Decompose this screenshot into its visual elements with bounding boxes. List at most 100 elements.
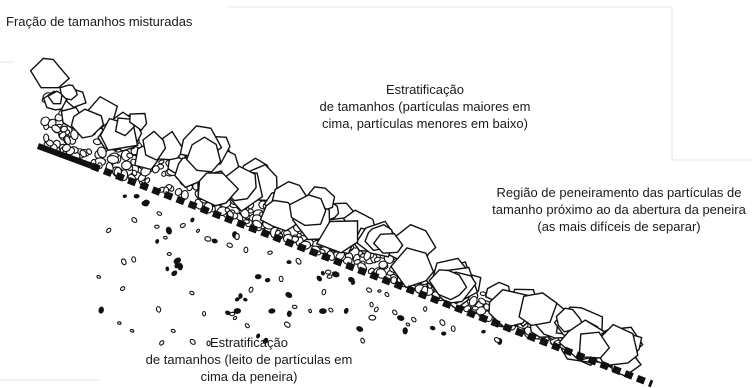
frame-lines bbox=[0, 6, 752, 381]
small-particle bbox=[189, 290, 195, 296]
fine-particle bbox=[234, 297, 240, 302]
small-particle bbox=[232, 316, 238, 321]
fine-particle bbox=[268, 308, 276, 314]
small-particle bbox=[96, 274, 102, 279]
small-particle bbox=[79, 149, 87, 158]
fine-particle bbox=[211, 238, 218, 244]
small-particle bbox=[156, 211, 163, 216]
coarse-particle bbox=[315, 220, 359, 254]
label-stratification-top: Estratificação de tamanhos (partículas m… bbox=[300, 81, 550, 132]
small-particle bbox=[471, 305, 479, 311]
label-near-size-region: Região de peneiramento das partículas de… bbox=[488, 184, 750, 235]
coarse-particle bbox=[128, 112, 148, 132]
label-line: cima da peneira) bbox=[200, 369, 298, 384]
fine-particle bbox=[264, 277, 271, 283]
small-particle bbox=[131, 217, 138, 223]
small-particle bbox=[267, 250, 273, 255]
small-particle bbox=[204, 236, 212, 242]
small-particle bbox=[439, 319, 446, 326]
small-particle bbox=[373, 306, 379, 313]
label-line: de tamanhos (partículas maiores em bbox=[319, 99, 531, 114]
small-particle bbox=[373, 256, 381, 263]
small-particle bbox=[229, 311, 236, 317]
coarse-particle bbox=[185, 136, 222, 173]
small-particle bbox=[377, 289, 382, 293]
small-particle bbox=[234, 232, 240, 241]
label-line: Região de peneiramento das partículas de bbox=[496, 185, 742, 200]
coarse-particle bbox=[46, 90, 63, 105]
screen-solid-section bbox=[36, 143, 94, 169]
small-particle bbox=[119, 286, 126, 292]
falling-fines bbox=[96, 193, 503, 347]
coarse-particle bbox=[428, 269, 468, 301]
fine-particle bbox=[286, 260, 292, 265]
fine-particle bbox=[441, 331, 447, 336]
fine-particle bbox=[190, 217, 195, 223]
small-particle bbox=[308, 308, 312, 314]
fine-particle bbox=[481, 329, 486, 334]
small-particle bbox=[106, 155, 120, 164]
small-particle bbox=[106, 227, 112, 234]
small-particle bbox=[126, 152, 134, 159]
fine-particle bbox=[173, 257, 181, 265]
label-stratification-bed: Estratificação de tamanhos (leito de par… bbox=[118, 334, 380, 385]
small-particle bbox=[405, 322, 411, 327]
coarse-particle bbox=[288, 194, 327, 227]
small-particle bbox=[450, 325, 456, 332]
small-particle bbox=[131, 169, 138, 177]
fine-particle bbox=[402, 327, 408, 335]
fine-particle bbox=[285, 291, 293, 299]
fine-particle bbox=[122, 194, 127, 198]
small-particle bbox=[159, 340, 165, 346]
fine-particle bbox=[98, 306, 104, 314]
small-particle bbox=[97, 146, 107, 159]
coarse-particle bbox=[142, 130, 167, 162]
small-particle bbox=[468, 295, 478, 307]
small-particle bbox=[328, 307, 334, 313]
fine-particle bbox=[238, 293, 243, 299]
small-particle bbox=[189, 338, 196, 345]
small-particle bbox=[155, 306, 162, 313]
small-particle bbox=[154, 224, 160, 229]
small-particle bbox=[295, 257, 302, 265]
small-particle bbox=[86, 148, 93, 155]
small-particle bbox=[131, 256, 137, 263]
fine-particle bbox=[429, 325, 436, 331]
fine-particle bbox=[165, 266, 170, 272]
fine-particle bbox=[141, 200, 149, 207]
label-line: cima, partículas menores em baixo) bbox=[322, 116, 528, 131]
fine-particle bbox=[320, 270, 325, 276]
coarse-particle bbox=[29, 57, 71, 89]
small-particle bbox=[291, 304, 298, 310]
small-particle bbox=[479, 291, 487, 297]
screen-mesh bbox=[90, 162, 654, 388]
small-particle bbox=[60, 125, 68, 133]
coarse-particle bbox=[70, 108, 105, 139]
label-line: de tamanhos (leito de partículas em bbox=[145, 352, 353, 367]
label-line: Estratificação bbox=[385, 82, 465, 97]
label-line: Estratificação bbox=[209, 335, 289, 350]
small-particle bbox=[195, 228, 201, 233]
small-particle bbox=[283, 321, 291, 328]
fine-particle bbox=[262, 337, 269, 344]
small-particle bbox=[369, 301, 374, 308]
small-particle bbox=[43, 133, 50, 143]
small-particle bbox=[166, 252, 172, 256]
small-particle bbox=[163, 235, 168, 240]
small-particle bbox=[64, 135, 71, 146]
small-particle bbox=[423, 306, 428, 312]
fine-particle bbox=[356, 326, 364, 332]
fine-particle bbox=[331, 271, 340, 278]
fine-particle bbox=[165, 226, 172, 235]
small-particle bbox=[117, 321, 122, 325]
fine-particle bbox=[233, 308, 242, 314]
label-line: (as mais difíceis de separar) bbox=[537, 219, 701, 234]
small-particle bbox=[202, 310, 207, 317]
small-particle bbox=[61, 143, 71, 153]
small-particle bbox=[120, 258, 127, 266]
fine-particle bbox=[256, 333, 261, 339]
small-particle bbox=[368, 314, 377, 321]
coarse-particle bbox=[372, 232, 404, 254]
small-particle bbox=[144, 177, 151, 184]
